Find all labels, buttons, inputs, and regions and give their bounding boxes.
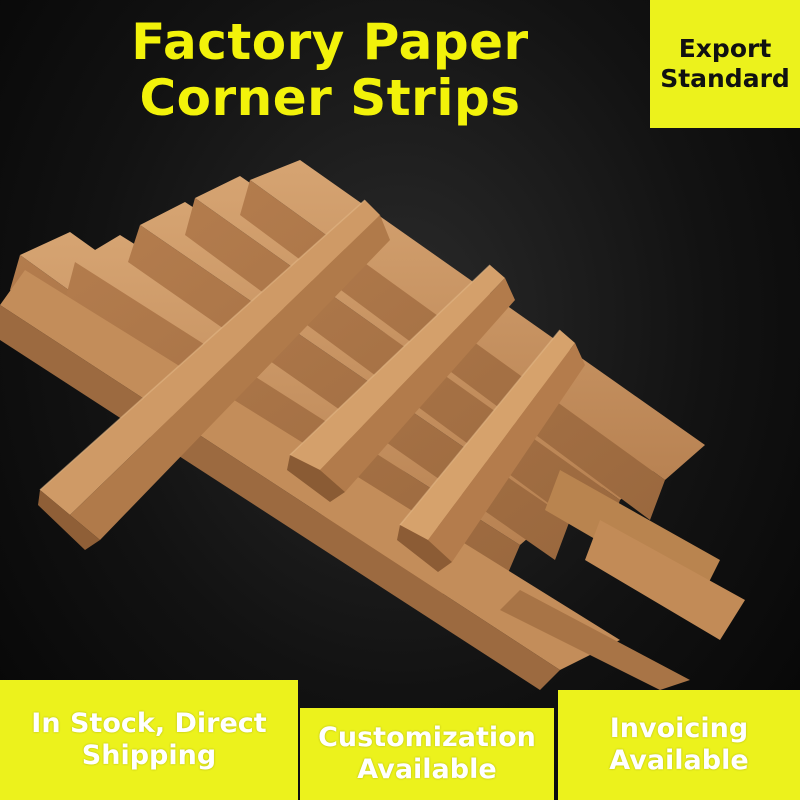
tag-customization-line-1: Customization [318, 722, 536, 753]
tag-in-stock-line-1: In Stock, Direct [31, 708, 267, 739]
product-title: Factory Paper Corner Strips [90, 14, 570, 126]
strip-highlights [39, 199, 561, 526]
tag-in-stock-line-2: Shipping [81, 740, 217, 771]
tag-invoicing: Invoicing Available [558, 690, 800, 800]
tag-invoicing-line-2: Available [609, 745, 749, 776]
tag-customization-line-2: Available [357, 754, 497, 785]
badge-line-1: Export [678, 34, 772, 63]
title-line-2: Corner Strips [139, 69, 521, 127]
tag-in-stock: In Stock, Direct Shipping [0, 680, 298, 800]
front-strips [38, 200, 585, 572]
tag-invoicing-line-1: Invoicing [609, 713, 749, 744]
export-standard-badge: Export Standard [650, 0, 800, 128]
badge-line-2: Standard [660, 64, 790, 93]
feature-tags: In Stock, Direct Shipping Customization … [0, 680, 800, 800]
title-line-1: Factory Paper [131, 13, 529, 71]
tag-customization: Customization Available [300, 708, 554, 800]
